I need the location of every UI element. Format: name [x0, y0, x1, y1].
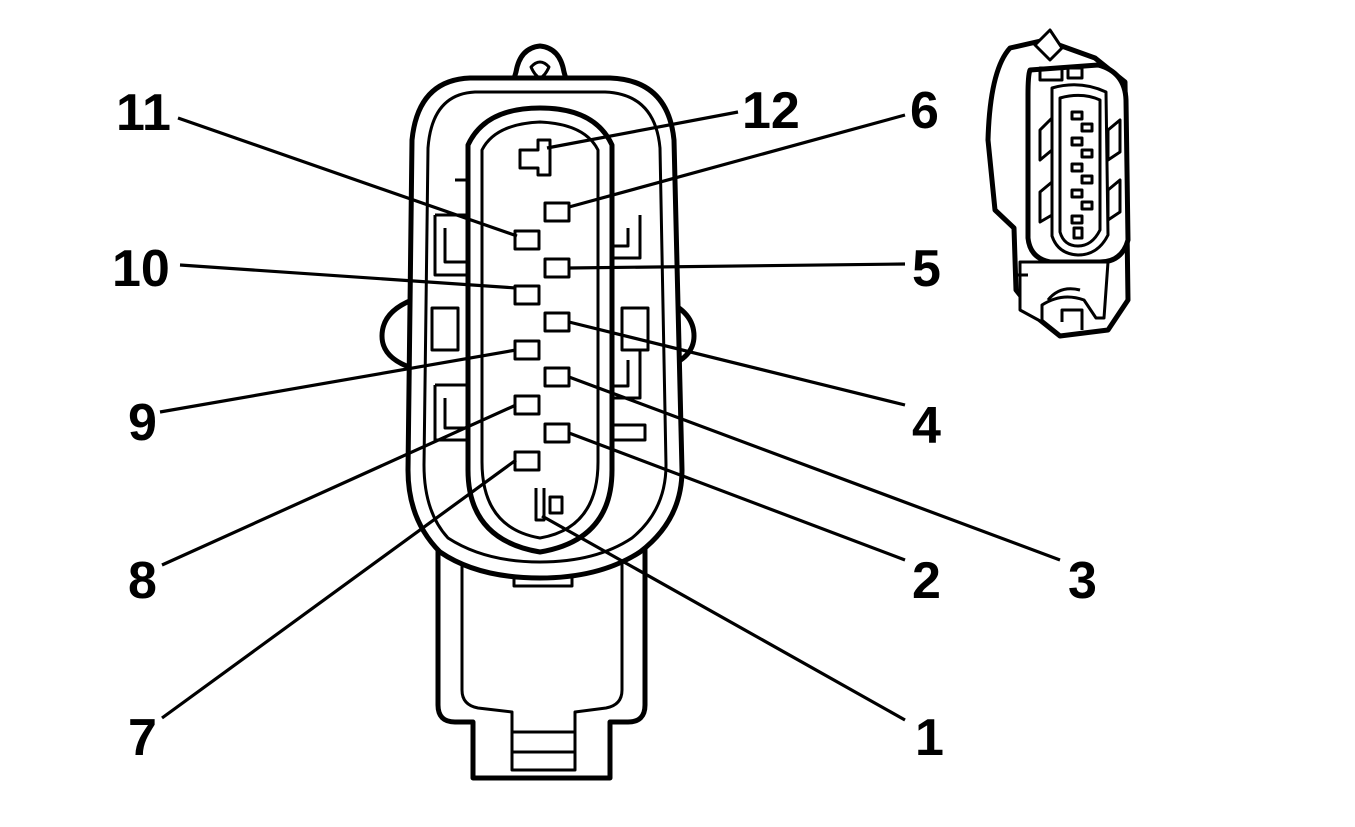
leader-line-10 [179, 263, 517, 290]
leader-line-12 [546, 110, 739, 150]
leader-line-7 [161, 458, 517, 720]
leader-lines [159, 110, 1061, 722]
pin-label-4: 4 [912, 397, 941, 455]
pin-label-9: 9 [128, 394, 157, 452]
connector-face-view [379, 43, 697, 781]
pin-terminal-5 [543, 257, 571, 279]
pin-terminal-8 [513, 394, 541, 416]
pin-terminal-11 [513, 229, 541, 251]
pin-label-12: 12 [742, 82, 800, 140]
locking-ribs-left [430, 178, 468, 442]
pin-terminal-4 [543, 311, 571, 333]
pin-terminal-9 [513, 339, 541, 361]
pin-terminal-7 [513, 450, 541, 472]
leader-line-8 [161, 403, 517, 567]
leader-line-11 [177, 116, 518, 238]
pin-label-5: 5 [912, 240, 941, 298]
pin-label-2: 2 [912, 552, 941, 610]
connector-pin-cavity [465, 105, 615, 555]
leader-line-9 [159, 348, 517, 414]
connector-polarity-key [518, 138, 552, 177]
pin-label-8: 8 [128, 552, 157, 610]
pin-label-11: 11 [116, 84, 171, 142]
leader-line-2 [568, 431, 906, 562]
leader-line-6 [568, 113, 906, 209]
connector-isometric-view [985, 28, 1131, 339]
leader-line-1 [541, 514, 906, 722]
connector-latch-tail [435, 542, 648, 781]
pin-label-6: 6 [910, 82, 939, 140]
pin-label-10: 10 [112, 240, 170, 298]
pin-terminal-3 [543, 366, 571, 388]
pin-label-1: 1 [915, 709, 944, 767]
pin-labels: 11 12 6 10 5 9 4 8 2 3 7 1 [112, 82, 1097, 767]
leader-line-5 [568, 262, 906, 270]
connector-side-ear-left [379, 297, 415, 371]
pin-label-7: 7 [128, 709, 157, 767]
leader-line-4 [568, 320, 906, 407]
pin-terminal-2 [543, 422, 571, 444]
pin-terminal-6 [543, 201, 571, 223]
pin-label-3: 3 [1068, 552, 1097, 610]
connector-bottom-key [534, 488, 564, 522]
pin-terminal-10 [513, 284, 541, 306]
leader-line-3 [568, 375, 1061, 562]
